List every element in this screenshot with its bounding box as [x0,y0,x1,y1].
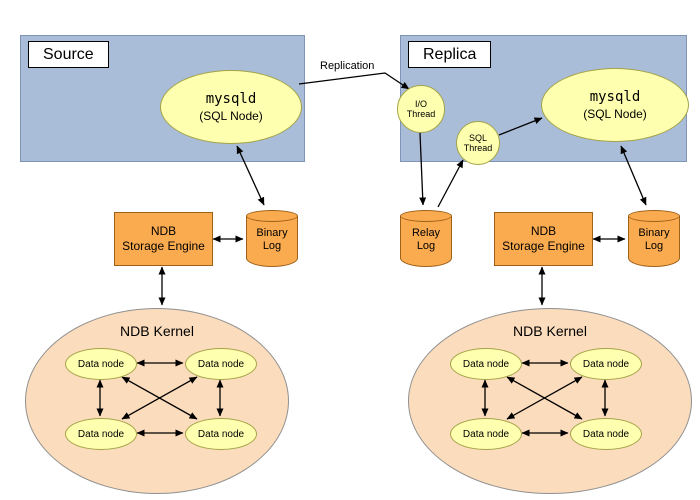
sql-thread-node: SQL Thread [456,121,500,165]
source-mysqld-label: mysqld [205,91,257,107]
source-mysqld-node: mysqld (SQL Node) [160,70,302,144]
source-binary-log: Binary Log [246,210,298,267]
replica-ndb-storage-engine: NDB Storage Engine [494,212,593,266]
source-sql-node-label: (SQL Node) [199,109,263,123]
source-title: Source [28,41,109,69]
io-thread-node: I/O Thread [397,85,445,133]
replica-binary-log-top [628,210,680,222]
source-binary-log-body [246,216,298,267]
relay-log-top [400,210,452,222]
replica-sql-node-label: (SQL Node) [583,107,647,121]
source-data-node-4: Data node [185,418,257,450]
replica-ndb-kernel-title: NDB Kernel [513,323,587,339]
replication-label: Replication [320,60,375,72]
relay-log: Relay Log [400,210,452,267]
source-binary-log-label: Binary Log [256,227,288,253]
arrow-replication [298,72,410,90]
replica-title: Replica [408,41,492,69]
replica-mysqld-node: mysqld (SQL Node) [541,68,689,142]
source-data-node-1: Data node [65,348,137,380]
replica-binary-log-body [628,216,680,267]
relay-log-label: Relay Log [411,227,441,253]
replica-binary-log-label: Binary Log [638,227,670,253]
source-data-node-3: Data node [65,418,137,450]
replica-ndb-kernel-ellipse: NDB Kernel [408,308,692,494]
replica-data-node-1: Data node [450,348,522,380]
source-binary-log-top [246,210,298,222]
replica-binary-log: Binary Log [628,210,680,267]
replica-data-node-2: Data node [570,348,642,380]
relay-log-body [400,216,452,267]
replica-mysqld-label: mysqld [589,89,641,105]
arrow-relaylog-sqlthread [437,159,464,208]
source-ndb-storage-engine: NDB Storage Engine [114,212,213,266]
source-ndb-kernel-ellipse: NDB Kernel [25,308,289,494]
source-ndb-kernel-title: NDB Kernel [120,323,194,339]
replica-data-node-4: Data node [570,418,642,450]
source-data-node-2: Data node [185,348,257,380]
replica-data-node-3: Data node [450,418,522,450]
